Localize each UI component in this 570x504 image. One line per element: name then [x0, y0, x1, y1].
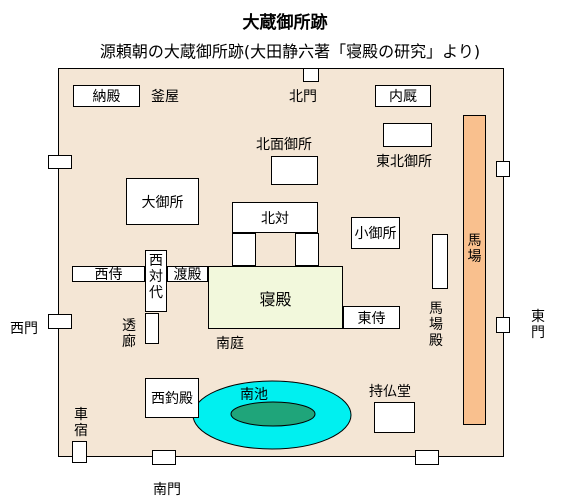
- south-pond: [192, 380, 352, 450]
- kitchen-label: 釜屋: [151, 89, 179, 105]
- riding-hall-building: [432, 234, 448, 289]
- nando-storehouse: 納殿: [73, 85, 140, 107]
- riding-ground: 馬場: [463, 115, 486, 425]
- east-gate-label: 東門: [531, 309, 545, 341]
- open-corridor: [145, 313, 159, 344]
- north-palace-label: 北面御所: [256, 137, 312, 153]
- main-hall: 寝殿: [208, 266, 343, 329]
- north-gate: [303, 68, 319, 82]
- grand-palace: 大御所: [126, 178, 199, 225]
- southeast-gate: [415, 450, 439, 465]
- north-wing: 北対: [232, 202, 318, 233]
- west-gate: [48, 314, 72, 329]
- south-gate-label: 南門: [153, 482, 181, 498]
- west-wing-substitute-label: 西対代: [149, 253, 163, 301]
- north-gate-label: 北門: [289, 89, 317, 105]
- west-gate-upper: [48, 155, 72, 169]
- west-samurai-quarters: 西侍: [72, 266, 145, 283]
- north-wing-connector-right: [295, 233, 319, 266]
- diagram-title: 大蔵御所跡: [242, 13, 328, 33]
- small-palace: 小御所: [351, 217, 400, 249]
- northeast-palace-building: [383, 123, 432, 147]
- north-palace-building: [271, 156, 318, 185]
- west-fishing-pavilion: 西釣殿: [145, 378, 199, 418]
- riding-hall-label: 馬場殿: [429, 301, 443, 349]
- east-samurai-quarters: 東侍: [343, 306, 400, 329]
- inner-stable: 内厩: [375, 85, 431, 107]
- northeast-palace-label: 東北御所: [376, 154, 432, 170]
- buddha-hall: [374, 402, 415, 433]
- east-gate: [496, 317, 510, 333]
- north-wing-connector-left: [232, 233, 256, 266]
- south-gate: [152, 450, 176, 465]
- south-pond-label: 南池: [240, 387, 268, 403]
- diagram-subtitle: 源頼朝の大蔵御所跡(大田静六著「寝殿の研究」より): [99, 42, 481, 61]
- corridor-hall: 渡殿: [167, 266, 208, 283]
- carriage-gate: [72, 441, 87, 463]
- south-garden-label: 南庭: [216, 336, 244, 352]
- riding-ground-label: 馬場: [467, 233, 482, 265]
- open-corridor-label: 透廊: [122, 318, 136, 350]
- pond-island: [230, 401, 316, 427]
- west-gate-label: 西門: [10, 321, 38, 337]
- carriage-shed-label: 車宿: [74, 407, 88, 439]
- buddha-hall-label: 持仏堂: [369, 384, 411, 400]
- west-wing-substitute: 西対代: [145, 250, 167, 312]
- east-gate-upper: [496, 161, 510, 177]
